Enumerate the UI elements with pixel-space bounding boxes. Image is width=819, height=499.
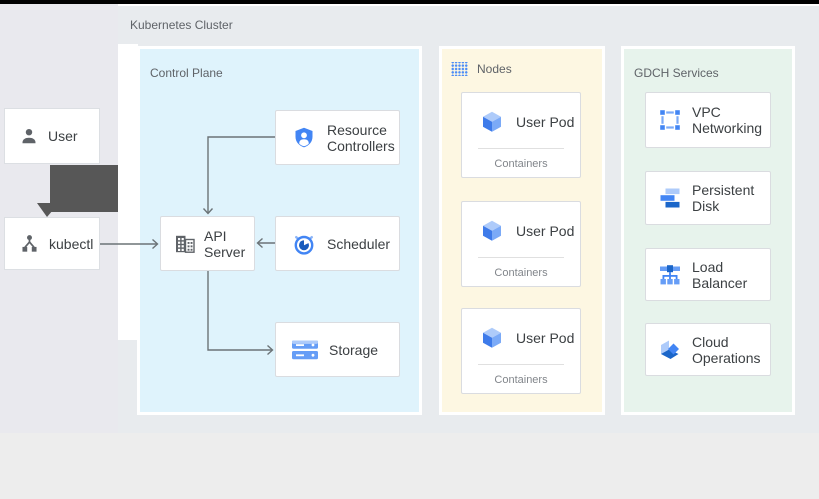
vpc-networking-card: VPC Networking — [645, 92, 771, 148]
user-pod-card: User Pod Containers — [461, 308, 581, 394]
alarm-clock-icon — [292, 232, 316, 256]
kubectl-label: kubectl — [49, 235, 94, 252]
user-box: User — [4, 108, 100, 164]
control-plane-label: Control Plane — [150, 66, 223, 80]
divider — [478, 364, 564, 365]
vpc-networking-label: VPC Networking — [692, 104, 763, 136]
gdch-services-label: GDCH Services — [634, 66, 719, 80]
gdch-services-panel: GDCH Services VPC Networking Persistent … — [624, 49, 792, 412]
control-plane-panel: Control Plane Resource Controllers API S… — [140, 49, 419, 412]
load-balancer-label: Load Balancer — [692, 258, 748, 291]
user-pod-card: User Pod Containers — [461, 92, 581, 178]
user-pod-label: User Pod — [516, 114, 575, 130]
dots-grid-icon — [451, 62, 468, 76]
scheduler-label: Scheduler — [327, 235, 391, 252]
cloud-operations-card: Cloud Operations — [645, 323, 771, 376]
user-pod-label: User Pod — [516, 330, 575, 346]
nodes-header: Nodes — [451, 62, 512, 76]
scheduler-card: Scheduler — [275, 216, 400, 271]
kubernetes-cluster-label: Kubernetes Cluster — [130, 18, 233, 32]
shield-user-icon — [292, 126, 316, 150]
kubectl-graph-icon — [20, 234, 39, 253]
load-balancer-card: Load Balancer — [645, 248, 771, 301]
persistent-disk-label: Persistent Disk — [692, 182, 755, 214]
nodes-label: Nodes — [477, 62, 512, 76]
api-server-card: API Server — [160, 216, 255, 271]
divider — [478, 257, 564, 258]
cube-icon — [480, 326, 504, 350]
storage-card: Storage — [275, 322, 400, 377]
cube-icon — [480, 219, 504, 243]
network-tree-icon — [658, 263, 682, 287]
cloud-operations-label: Cloud Operations — [692, 333, 761, 366]
user-pod-label: User Pod — [516, 223, 575, 239]
nodes-panel: Nodes User Pod Containers User Pod Conta… — [442, 49, 602, 412]
server-stack-icon — [292, 340, 318, 360]
containers-label: Containers — [494, 374, 548, 386]
layered-disk-icon — [658, 186, 682, 210]
persistent-disk-card: Persistent Disk — [645, 171, 771, 225]
white-gutter — [118, 44, 138, 340]
user-pod-card: User Pod Containers — [461, 201, 581, 287]
resource-controllers-card: Resource Controllers — [275, 110, 400, 165]
cube-icon — [480, 110, 504, 134]
person-icon — [20, 127, 38, 145]
divider — [478, 148, 564, 149]
bottom-strip — [0, 433, 819, 499]
storage-label: Storage — [329, 341, 379, 358]
containers-label: Containers — [494, 267, 548, 279]
containers-label: Containers — [494, 158, 548, 170]
resource-controllers-label: Resource Controllers — [327, 121, 395, 154]
top-black-bar — [0, 0, 819, 4]
box-diamond-icon — [658, 338, 682, 362]
vpc-network-icon — [658, 108, 682, 132]
kubectl-box: kubectl — [4, 217, 100, 270]
user-label: User — [48, 128, 78, 144]
api-server-label: API Server — [204, 227, 246, 260]
building-icon — [175, 235, 195, 253]
